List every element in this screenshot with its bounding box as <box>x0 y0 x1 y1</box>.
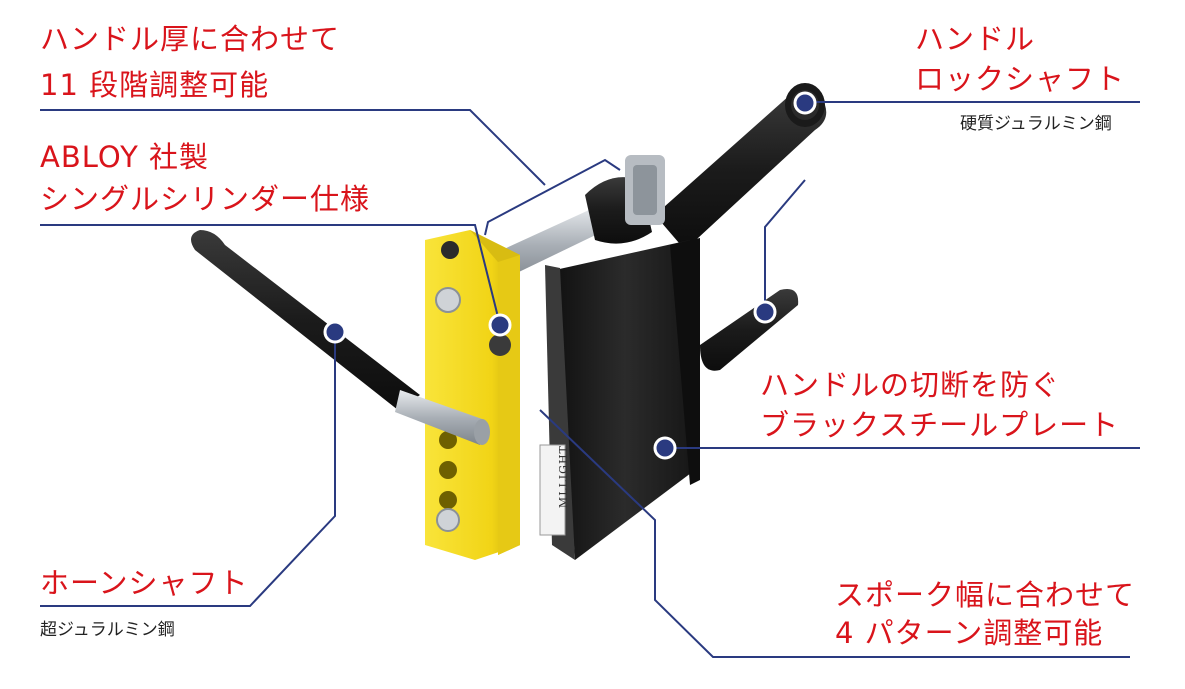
leader-lines <box>40 101 1140 658</box>
spoke-label-line1: スポーク幅に合わせて <box>835 578 1136 612</box>
handle-thickness-label-line1: ハンドル厚に合わせて <box>40 22 341 56</box>
black-steel-plate <box>545 238 700 560</box>
black-plate-label-line1: ハンドルの切断を防ぐ <box>760 368 1061 402</box>
lock-shaft-label-line1: ハンドル <box>915 22 1036 56</box>
lock-shaft-label-line2: ロックシャフト <box>915 62 1126 96</box>
handle-thickness-label-line2: 11 段階調整可能 <box>40 68 270 102</box>
cylinder-body <box>425 230 520 560</box>
top-collar <box>585 155 665 244</box>
lock-shaft-sub-label: 硬質ジュラルミン鋼 <box>960 114 1112 134</box>
horn-shaft-label: ホーンシャフト <box>40 566 249 600</box>
horn-shaft <box>191 230 490 445</box>
black-plate-label-line2: ブラックスチールプレート <box>760 408 1120 442</box>
callout-dots <box>323 91 817 460</box>
engraved-plate <box>539 444 566 536</box>
engraving-text: MLLIGHT <box>556 445 570 509</box>
rear-grip-lower <box>700 289 799 371</box>
abloy-label-line2: シングルシリンダー仕様 <box>40 182 371 216</box>
horn-shaft-sub-label: 超ジュラルミン鋼 <box>40 620 175 640</box>
abloy-label-line1: ABLOY 社製 <box>40 140 210 174</box>
spoke-label-line2: 4 パターン調整可能 <box>835 616 1104 650</box>
